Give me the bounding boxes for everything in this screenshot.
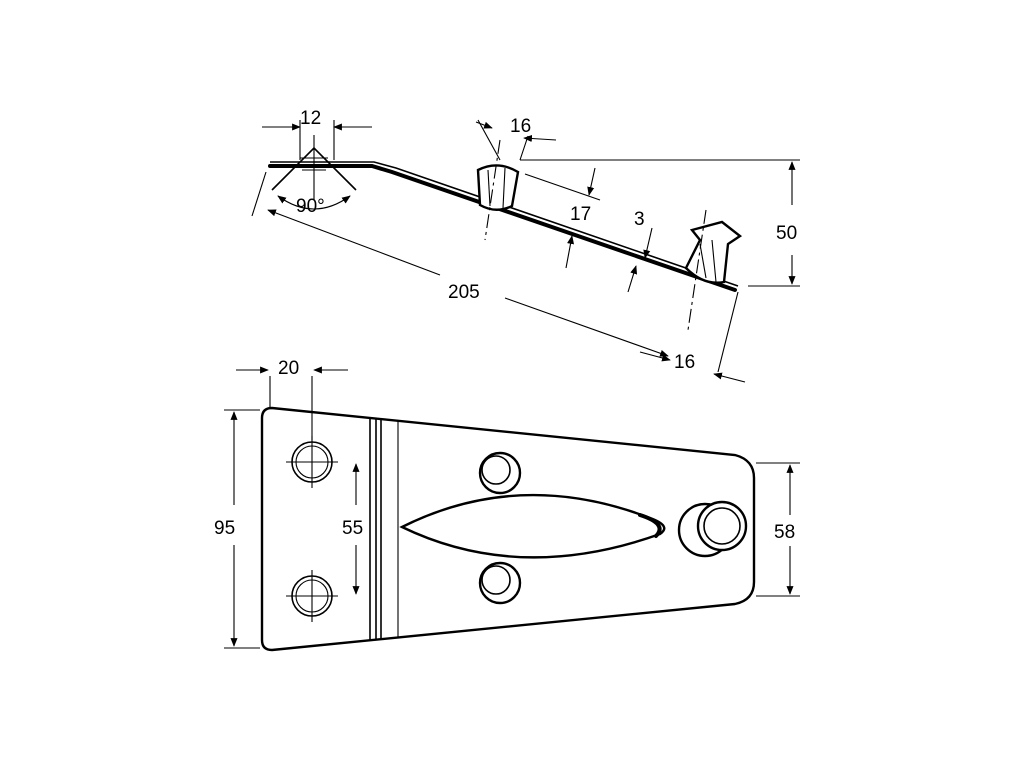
dimension-20: 20 <box>236 358 348 440</box>
dimension-55: 55 <box>342 463 363 595</box>
mounting-hole-bottom <box>286 570 338 622</box>
dimension-205: 205 <box>251 171 669 357</box>
pin-cylinder-side <box>476 139 520 241</box>
dim-wide-end-label: 95 <box>214 518 235 539</box>
side-view: 12 90° 16 17 3 <box>251 108 800 383</box>
dimension-17: 17 <box>524 167 601 269</box>
dimension-16-top: 16 <box>475 116 557 161</box>
dim-thickness-label: 3 <box>634 209 645 230</box>
plate-side-profile <box>268 164 737 292</box>
dim-narrow-end-label: 58 <box>774 522 795 543</box>
stud-bottom <box>478 561 522 605</box>
dim-end-offset-label: 16 <box>674 352 695 373</box>
top-view: 20 95 55 58 <box>214 358 800 652</box>
knob-side <box>684 209 743 331</box>
dimension-12: 12 <box>262 108 372 160</box>
dimension-16-bottom: 16 <box>639 291 746 383</box>
dimension-50: 50 <box>520 159 800 287</box>
dimension-95: 95 <box>214 409 260 649</box>
countersink-symbol <box>271 135 357 210</box>
dim-hole-spacing-label: 55 <box>342 518 363 539</box>
dimension-3: 3 <box>627 209 653 293</box>
dim-total-length-label: 205 <box>448 282 480 303</box>
knob-top <box>677 500 748 558</box>
dim-pin-height-label: 17 <box>570 204 591 225</box>
dim-hole-offset-label: 20 <box>278 358 299 379</box>
dim-height-label: 50 <box>776 223 797 244</box>
dim-angle-label: 90° <box>296 196 325 217</box>
stud-top <box>478 451 522 495</box>
dim-pin-diameter-label: 16 <box>510 116 531 137</box>
mounting-hole-top <box>286 436 338 488</box>
dim-top-width-label: 12 <box>300 108 321 129</box>
dimension-58: 58 <box>756 462 800 597</box>
stiffening-rib <box>399 493 666 559</box>
